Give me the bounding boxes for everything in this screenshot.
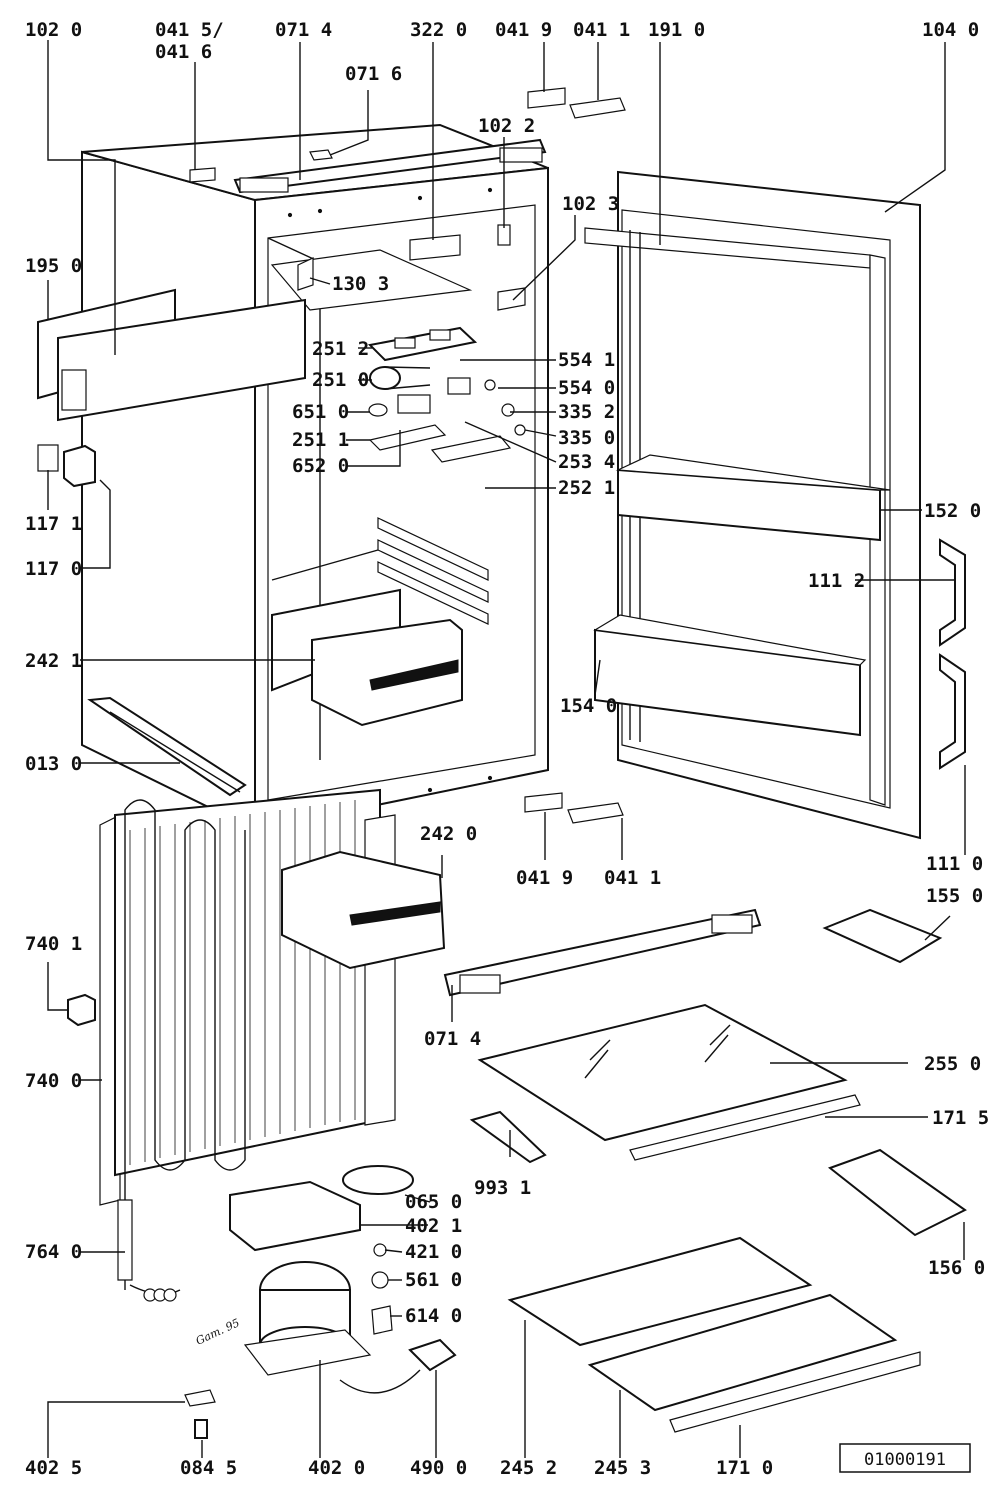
label-155-0: 155 0 <box>926 885 983 907</box>
label-242-0: 242 0 <box>420 823 477 845</box>
label-561-0: 561 0 <box>405 1269 462 1291</box>
door <box>584 170 921 840</box>
label-041-6: 041 6 <box>155 41 212 63</box>
label-251-1: 251 1 <box>292 429 349 451</box>
label-253-4: 253 4 <box>558 451 615 473</box>
label-191-0: 191 0 <box>648 19 705 41</box>
label-041-1-top: 041 1 <box>573 19 630 41</box>
compressor <box>229 1165 414 1376</box>
diagram-id-box: 01000191 <box>839 1443 971 1473</box>
label-402-0: 402 0 <box>308 1457 365 1479</box>
label-104-0: 104 0 <box>922 19 979 41</box>
label-255-0: 255 0 <box>924 1053 981 1075</box>
thermostat-assembly <box>297 224 526 463</box>
label-195-0: 195 0 <box>25 255 82 277</box>
label-402-5: 402 5 <box>25 1457 82 1479</box>
label-993-1: 993 1 <box>474 1177 531 1199</box>
label-421-0: 421 0 <box>405 1241 462 1263</box>
label-041-9-bottom: 041 9 <box>516 867 573 889</box>
side-panel <box>37 288 306 422</box>
crisper-drawer-lower <box>281 850 446 970</box>
label-065-0: 065 0 <box>405 1191 462 1213</box>
label-041-9-top: 041 9 <box>495 19 552 41</box>
label-252-1: 252 1 <box>558 477 615 499</box>
label-554-1: 554 1 <box>558 349 615 371</box>
label-652-0: 652 0 <box>292 455 349 477</box>
label-740-1: 740 1 <box>25 933 82 955</box>
label-764-0: 764 0 <box>25 1241 82 1263</box>
label-335-2: 335 2 <box>558 401 615 423</box>
label-117-0: 117 0 <box>25 558 82 580</box>
shelf-strip-upper <box>629 1094 861 1161</box>
label-154-0: 154 0 <box>560 695 617 717</box>
label-156-0: 156 0 <box>928 1257 985 1279</box>
label-013-0: 013 0 <box>25 753 82 775</box>
label-071-4-bottom: 071 4 <box>424 1028 481 1050</box>
clip-and-foot <box>184 1389 216 1439</box>
label-251-0: 251 0 <box>312 369 369 391</box>
label-102-0: 102 0 <box>25 19 82 41</box>
label-245-2: 245 2 <box>500 1457 557 1479</box>
egg-tray <box>822 908 943 964</box>
label-740-0: 740 0 <box>25 1070 82 1092</box>
label-242-1: 242 1 <box>25 650 82 672</box>
label-084-5: 084 5 <box>180 1457 237 1479</box>
label-322-0: 322 0 <box>410 19 467 41</box>
bottom-rail <box>87 696 247 797</box>
label-490-0: 490 0 <box>410 1457 467 1479</box>
door-handles <box>939 538 966 770</box>
label-614-0: 614 0 <box>405 1305 462 1327</box>
label-102-3: 102 3 <box>562 193 619 215</box>
label-117-1: 117 1 <box>25 513 82 535</box>
wire-shelves <box>507 1236 921 1433</box>
power-cord <box>339 1338 457 1394</box>
label-102-2: 102 2 <box>478 115 535 137</box>
label-152-0: 152 0 <box>924 500 981 522</box>
ice-scraper <box>469 1110 547 1164</box>
label-041-5: 041 5/ <box>155 19 224 41</box>
hinge-parts-117 <box>37 444 96 488</box>
label-130-3: 130 3 <box>332 273 389 295</box>
leader-lines <box>47 40 966 1458</box>
ice-tray <box>827 1148 967 1237</box>
glass-shelf <box>477 1003 848 1142</box>
diagram-id: 01000191 <box>864 1450 946 1470</box>
label-041-1-bottom: 041 1 <box>604 867 661 889</box>
label-071-6: 071 6 <box>345 63 402 85</box>
top-trim-bar <box>443 908 762 997</box>
label-245-3: 245 3 <box>594 1457 651 1479</box>
signature: Gam. 95 <box>194 1316 242 1348</box>
label-335-0: 335 0 <box>558 427 615 449</box>
label-554-0: 554 0 <box>558 377 615 399</box>
bracket-740-1 <box>67 993 96 1027</box>
label-251-2: 251 2 <box>312 338 369 360</box>
label-071-4-top: 071 4 <box>275 19 332 41</box>
label-171-5: 171 5 <box>932 1107 989 1129</box>
label-111-2: 111 2 <box>808 570 865 592</box>
crisper-drawer-upper <box>271 588 463 727</box>
part-labels: 102 0 041 5/ 041 6 071 4 071 6 322 0 041… <box>25 19 989 1479</box>
label-651-0: 651 0 <box>292 401 349 423</box>
label-111-0: 111 0 <box>926 853 983 875</box>
label-402-1: 402 1 <box>405 1215 462 1237</box>
label-171-0: 171 0 <box>716 1457 773 1479</box>
hinges <box>524 87 626 824</box>
